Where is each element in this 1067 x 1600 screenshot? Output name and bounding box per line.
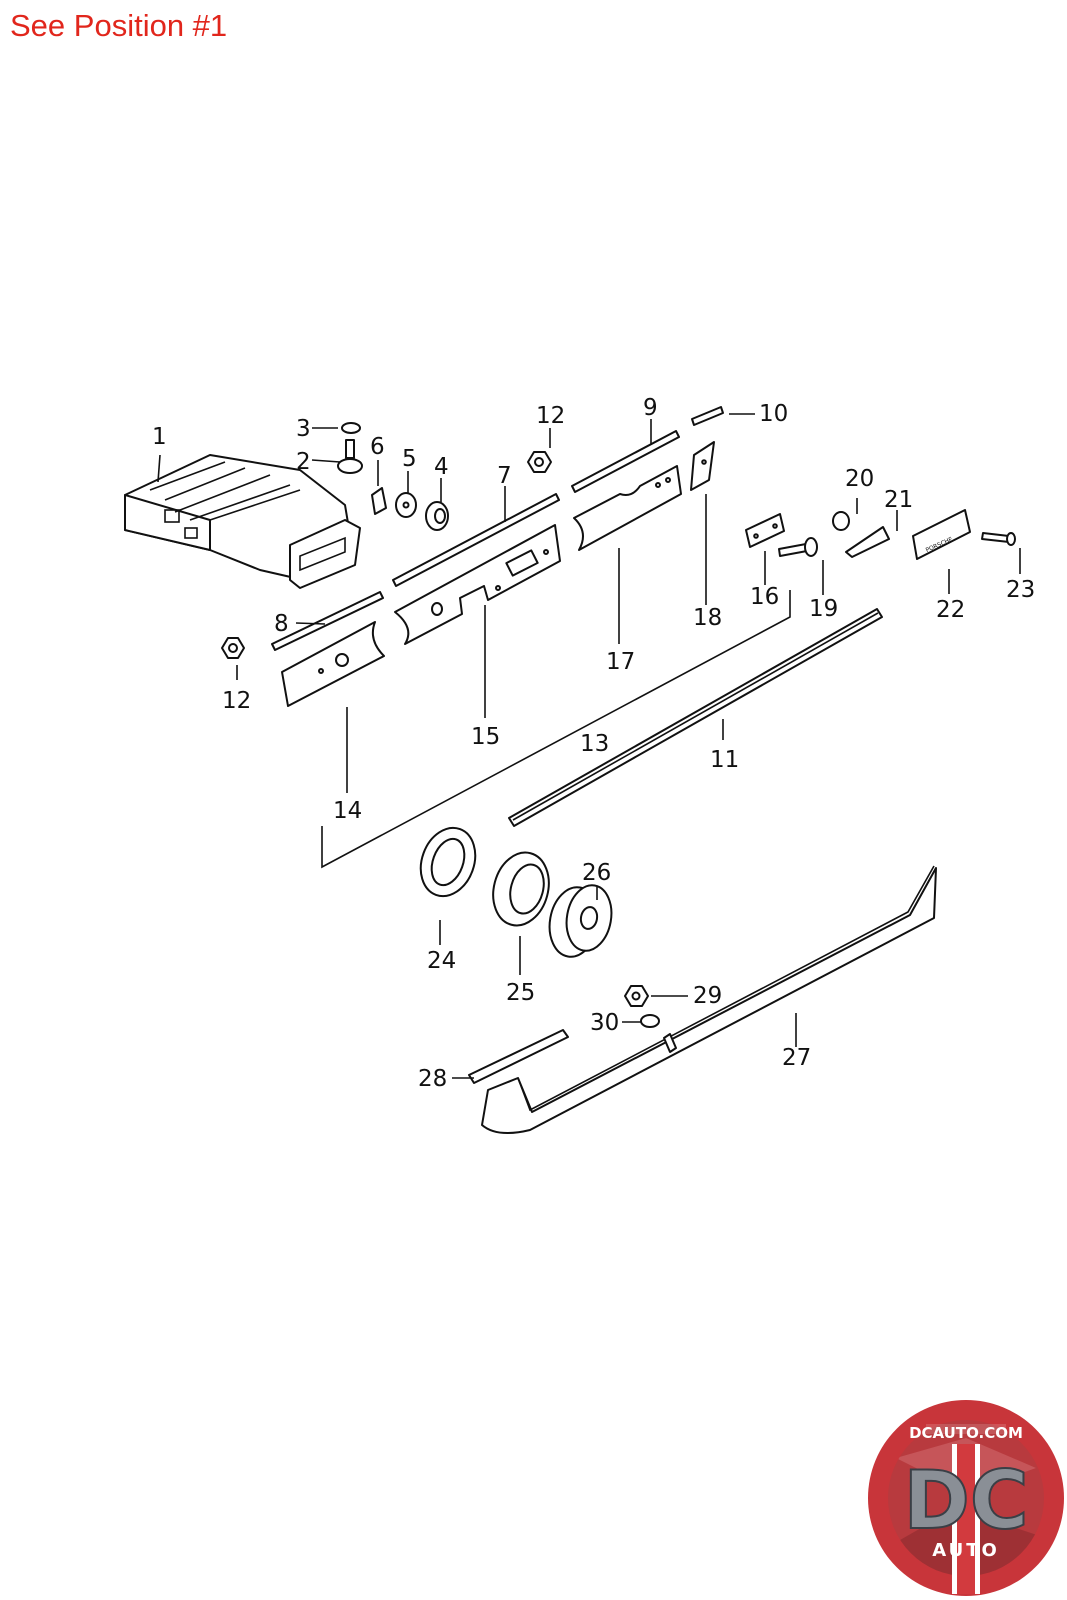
callout-26: 26 (582, 860, 611, 886)
part-panel-14 (281, 621, 385, 707)
callout-23: 23 (1006, 577, 1035, 603)
part-badge-22: PORSCHE (912, 509, 971, 560)
part-strip-8 (271, 591, 384, 651)
part-nut-12-left (221, 637, 245, 659)
part-strip-28 (468, 1029, 569, 1084)
part-housing (124, 454, 361, 589)
callout-4: 4 (434, 454, 449, 480)
part-sill-27 (481, 865, 937, 1135)
dcauto-logo: DCAUTO.COM DC AUTO (868, 1400, 1064, 1596)
logo-site-text: DCAUTO.COM (909, 1424, 1023, 1442)
callout-10: 10 (759, 401, 788, 427)
callout-12-top: 12 (536, 403, 565, 429)
part-grommet-4 (425, 501, 449, 531)
callout-24: 24 (427, 948, 456, 974)
part-washer-5 (395, 492, 417, 518)
part-panel-17 (573, 465, 682, 551)
part-wedge-21 (845, 526, 890, 558)
part-long-strip-11 (508, 608, 883, 827)
callout-18: 18 (693, 605, 722, 631)
logo-mark-text: DC (903, 1454, 1028, 1547)
part-washer-30 (640, 1014, 660, 1028)
logo-word-text: AUTO (932, 1540, 1000, 1561)
callout-9: 9 (643, 395, 658, 421)
part-washer-3 (341, 422, 361, 434)
callout-8: 8 (274, 611, 289, 637)
part-pin-23 (981, 532, 1016, 546)
callout-29: 29 (693, 983, 722, 1009)
callout-11: 11 (710, 747, 739, 773)
callout-22: 22 (936, 597, 965, 623)
callout-2: 2 (296, 449, 311, 475)
callout-17: 17 (606, 649, 635, 675)
part-nut-12-top (527, 451, 552, 473)
part-strip-9 (571, 430, 680, 493)
callout-13: 13 (580, 731, 609, 757)
callout-12-left: 12 (222, 688, 251, 714)
callout-28: 28 (418, 1066, 447, 1092)
callout-3: 3 (296, 416, 311, 442)
part-bumper-26 (548, 884, 613, 958)
callout-30: 30 (590, 1010, 619, 1036)
part-nut-29 (624, 985, 649, 1007)
callout-27: 27 (782, 1045, 811, 1071)
callout-5: 5 (402, 446, 417, 472)
part-screw-2 (337, 439, 363, 474)
part-strip-10 (691, 406, 724, 426)
callout-14: 14 (333, 798, 362, 824)
callout-16: 16 (750, 584, 779, 610)
part-seal-25 (492, 851, 550, 927)
callout-1: 1 (152, 424, 167, 450)
callout-20: 20 (845, 466, 874, 492)
part-ring-24 (419, 826, 477, 898)
callout-21: 21 (884, 487, 913, 513)
callout-7: 7 (497, 463, 512, 489)
callout-19: 19 (809, 596, 838, 622)
part-panel-15 (394, 524, 561, 645)
part-strip-7 (392, 493, 560, 587)
callout-15: 15 (471, 724, 500, 750)
callout-25: 25 (506, 980, 535, 1006)
callout-6: 6 (370, 434, 385, 460)
callout-labels: 1 2 3 4 5 6 7 8 9 10 11 12 12 13 14 15 1… (152, 395, 1035, 1092)
position-note: See Position #1 (10, 8, 228, 43)
part-end-piece-18 (690, 441, 715, 491)
leader-lines (157, 413, 1021, 1079)
part-washer-20 (832, 511, 850, 531)
part-plate-16 (745, 513, 785, 548)
part-clip-6 (371, 487, 387, 515)
part-screw-19 (778, 537, 818, 557)
